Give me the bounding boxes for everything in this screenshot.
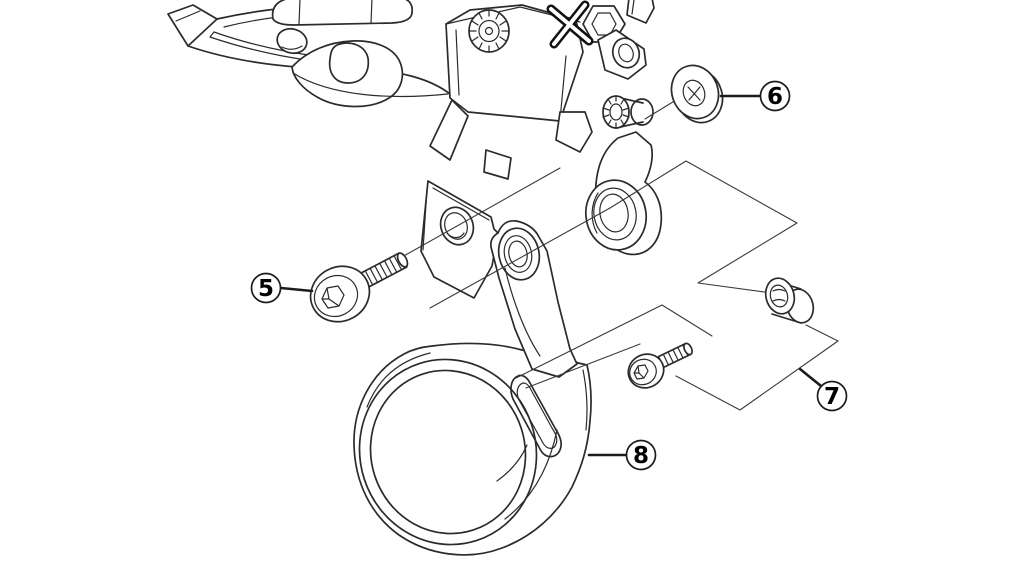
barrel-adjuster-knurl [468,9,510,53]
slot-path-line [515,304,713,379]
leader-5 [279,286,314,293]
nut-path-line [609,160,798,294]
bolt-7 [627,342,693,389]
group7-bracket-line [675,324,839,411]
callout-6: 6 [759,80,791,112]
nut-7 [764,277,815,324]
upper-link-arm [597,29,647,80]
mounting-backplate [420,180,499,299]
leader-7 [798,367,823,388]
knurled-stop-nut [602,95,654,129]
callout-8-label: 8 [633,443,649,469]
callout-6-label: 6 [767,84,783,110]
hole2-axis-line [429,207,611,309]
xt-logo-x-mark [546,0,594,49]
callout-5: 5 [250,272,282,304]
callout-7-label: 7 [824,384,840,410]
callout-5-label: 5 [258,276,274,302]
washer-6 [670,64,724,124]
derailleur-cage [167,4,451,108]
callout-7: 7 [816,380,848,412]
bolt-5 [309,252,409,323]
callout-leaders [279,94,823,457]
callout-8: 8 [625,439,657,471]
bolt7-path-line [525,343,641,389]
bracket-leg [489,219,578,378]
chain-guard-plate [353,342,592,556]
lower-mount-arm [584,131,663,256]
cage-clamp-plate [271,0,414,26]
derailleur-body [429,0,594,180]
assembly-axis-lines [401,96,839,411]
bolt5-axis-line [401,167,561,258]
